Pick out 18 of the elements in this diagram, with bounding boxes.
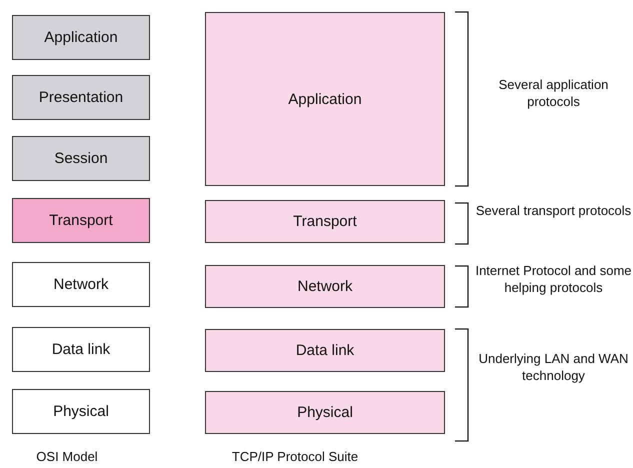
column-caption: TCP/IP Protocol Suite — [230, 448, 360, 465]
layer-box: Network — [12, 262, 150, 307]
bracket-note: Internet Protocol and some helping protocols — [474, 262, 633, 296]
protocol-layer-box: Transport — [205, 200, 445, 243]
bracket-note: Several transport protocols — [474, 202, 632, 219]
bracket-note: Underlying LAN and WAN technology — [478, 350, 630, 384]
protocol-layer-box: Physical — [205, 391, 445, 434]
protocol-layer-box: Application — [205, 12, 445, 186]
layer-box: Data link — [12, 327, 150, 372]
layer-box: Application — [12, 15, 150, 60]
layer-box: Physical — [12, 389, 150, 434]
column-caption: OSI Model — [35, 448, 99, 465]
protocol-layer-box: Network — [205, 265, 445, 308]
protocol-layer-box: Data link — [205, 329, 445, 372]
bracket-note: Several application protocols — [498, 76, 610, 110]
layer-box: Transport — [12, 198, 150, 243]
layer-box: Session — [12, 136, 150, 181]
layer-box: Presentation — [12, 75, 150, 120]
